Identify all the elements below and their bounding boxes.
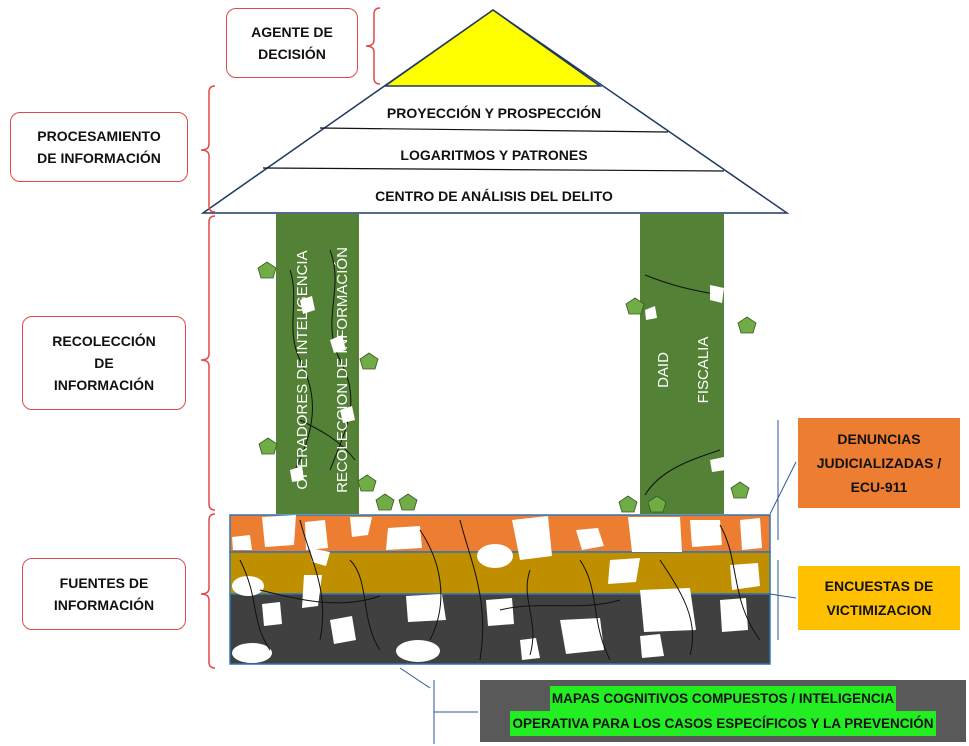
recoleccion-line-3: INFORMACIÓN [53,377,155,393]
procesamiento-line-2: DE INFORMACIÓN [37,150,161,166]
denuncias-line-3: ECU-911 [850,479,908,495]
mapas-line-1: MAPAS COGNITIVOS COMPUESTOS / INTELIGENC… [549,686,897,711]
encuestas-line-2: VICTIMIZACION [826,602,932,618]
connectors [399,420,797,744]
roof-outline [200,9,790,214]
recoleccion-line-2: DE [94,355,114,371]
encuestas-line-1: ENCUESTAS DE [824,578,934,594]
pillar-right-label-2: FISCALIA [695,337,712,404]
roof-tier-line-2 [262,167,725,172]
roof-tier-1: PROYECCIÓN Y PROSPECCIÓN [387,104,601,121]
mapas-line-2: OPERATIVA PARA LOS CASOS ESPECÍFICOS Y L… [510,711,936,736]
pillar-right: DAID FISCALIA [640,214,726,514]
roof-tier-3: CENTRO DE ANÁLISIS DEL DELITO [375,188,613,204]
procesamiento-line-1: PROCESAMIENTO [37,128,161,144]
pentagons [257,261,757,513]
pillar-right-label-1: DAID [655,352,672,388]
roof-peak-yellow [382,9,603,87]
roof: PROYECCIÓN Y PROSPECCIÓN LOGARITMOS Y PA… [200,9,790,214]
pillar-left-label-1: OPERADORES DE INTELIGENCIA [294,250,311,489]
recoleccion-box: RECOLECCIÓN DE INFORMACIÓN [22,316,186,410]
fuentes-box: FUENTES DE INFORMACIÓN [22,558,186,630]
agente-decision-line-1: AGENTE DE [251,24,333,40]
pillar-left-label-2: RECOLECCION DE INFORMACIÓN [334,247,351,493]
recoleccion-line-1: RECOLECCIÓN [52,333,156,349]
roof-tier-line-1 [319,127,669,133]
roof-tier-2: LOGARITMOS Y PATRONES [400,147,587,163]
fuentes-line-2: INFORMACIÓN [53,597,155,613]
denuncias-line-2: JUDICIALIZADAS / [816,455,942,471]
agente-decision-box: AGENTE DE DECISIÓN [226,8,358,78]
denuncias-line-1: DENUNCIAS [837,431,921,447]
agente-decision-line-2: DECISIÓN [258,46,326,62]
pillar-left: OPERADORES DE INTELIGENCIA RECOLECCION D… [276,214,359,514]
foundation [229,514,771,665]
mapas-box: MAPAS COGNITIVOS COMPUESTOS / INTELIGENC… [480,680,966,742]
procesamiento-box: PROCESAMIENTO DE INFORMACIÓN [10,112,188,182]
brackets-left [200,7,381,669]
denuncias-box: DENUNCIAS JUDICIALIZADAS / ECU-911 [798,418,960,508]
fuentes-line-1: FUENTES DE [59,575,149,591]
encuestas-box: ENCUESTAS DE VICTIMIZACION [798,566,960,630]
